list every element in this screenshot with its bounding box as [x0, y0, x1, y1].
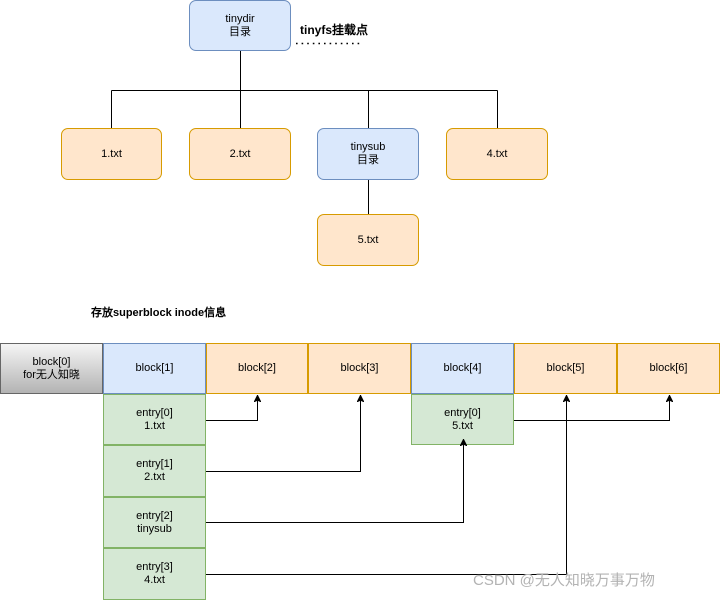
- arrow-entry2-to-block4: [206, 439, 464, 523]
- arrow-entry0-to-block2: [206, 395, 258, 421]
- block-label: block[2]: [238, 362, 276, 374]
- node-name: 5.txt: [357, 233, 379, 246]
- entry-file: 5.txt: [452, 419, 473, 432]
- block-label: block[3]: [340, 362, 379, 374]
- disk-block-5: block[5]: [514, 343, 617, 394]
- entry-file: 4.txt: [144, 574, 165, 586]
- entry-index: entry[1]: [136, 458, 173, 470]
- tree-node-5-txt: 5.txt: [317, 214, 419, 266]
- block-label: block[1]: [135, 362, 174, 374]
- watermark: CSDN @无人知晓万事万物: [473, 572, 655, 589]
- entry-file: 2.txt: [144, 471, 165, 483]
- block1-entry-1: entry[1] 2.txt: [103, 445, 206, 497]
- node-type: 目录: [357, 154, 379, 166]
- node-name: tinysub: [350, 141, 386, 153]
- disk-block-2: block[2]: [206, 343, 308, 394]
- disk-block-0: block[0] for无人知晓: [0, 343, 103, 394]
- tree-node-tinysub: tinysub 目录: [317, 128, 419, 180]
- disk-block-4: block[4]: [411, 343, 514, 394]
- block-label: block[0]: [32, 355, 71, 368]
- arrow-entry1-to-block3: [206, 395, 361, 472]
- block1-entry-3: entry[3] 4.txt: [103, 548, 206, 600]
- tree-node-tinydir: tinydir 目录: [189, 0, 291, 51]
- entry-index: entry[0]: [444, 406, 481, 419]
- disk-block-1: block[1]: [103, 343, 206, 394]
- arrow-block4-entry0-to-block6: [514, 395, 670, 421]
- entry-file: 1.txt: [144, 419, 165, 432]
- block-label: block[6]: [649, 362, 688, 374]
- node-name: 1.txt: [101, 147, 122, 160]
- tree-node-4-txt: 4.txt: [446, 128, 548, 180]
- disk-block-3: block[3]: [308, 343, 411, 394]
- block1-entry-2: entry[2] tinysub: [103, 497, 206, 548]
- node-type: 目录: [229, 25, 251, 38]
- block-note: for无人知晓: [23, 368, 80, 381]
- node-name: tinydir: [225, 12, 255, 25]
- tree-node-2-txt: 2.txt: [189, 128, 291, 180]
- disk-block-6: block[6]: [617, 343, 720, 394]
- mount-point-label: tinyfs挂载点: [300, 23, 369, 37]
- entry-index: entry[2]: [136, 509, 173, 522]
- block1-entry-0: entry[0] 1.txt: [103, 394, 206, 445]
- block-label: block[5]: [546, 362, 585, 374]
- entry-file: tinysub: [137, 522, 172, 535]
- node-name: 4.txt: [486, 147, 508, 160]
- block-label: block[4]: [443, 362, 482, 374]
- node-name: 2.txt: [229, 147, 251, 160]
- disk-caption: 存放superblock inode信息: [91, 307, 227, 319]
- block4-entry-0: entry[0] 5.txt: [411, 394, 514, 445]
- tree-node-1-txt: 1.txt: [61, 128, 162, 180]
- entry-index: entry[3]: [136, 561, 173, 573]
- entry-index: entry[0]: [136, 406, 173, 419]
